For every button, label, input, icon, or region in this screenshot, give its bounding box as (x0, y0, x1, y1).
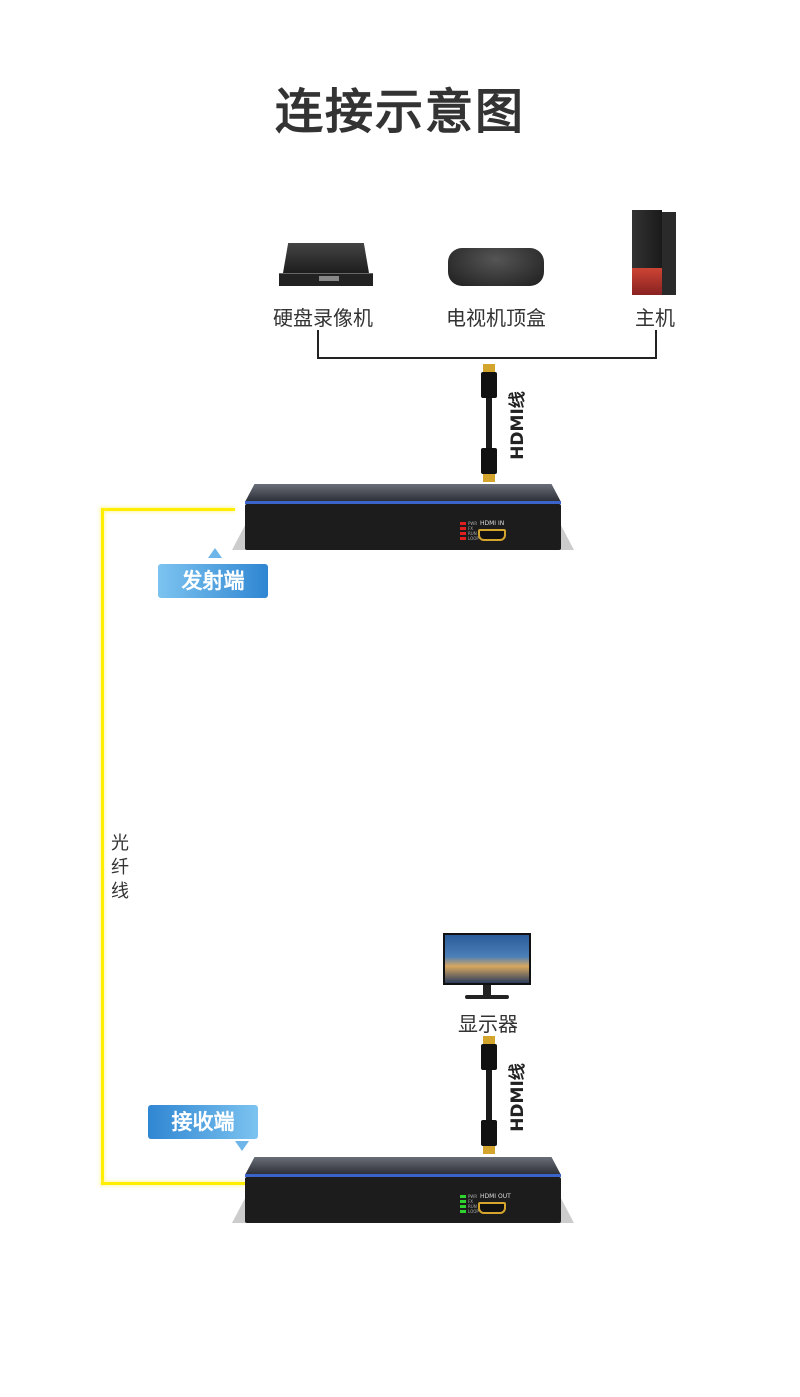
hdmi-cable-icon (478, 364, 500, 482)
fiber-label-char: 纤 (111, 857, 129, 878)
transmitter-device: PWR FX RUN LOOP HDMI IN (232, 484, 574, 552)
hdmi-cable-icon (478, 1036, 500, 1154)
led-indicator (460, 532, 466, 535)
led-label: PWR (468, 521, 478, 526)
set-top-box-icon (448, 248, 544, 290)
led-label: RUN (468, 1204, 477, 1209)
led-label: LOOP (468, 536, 479, 541)
source-bracket-bottom (317, 357, 657, 359)
source-bracket-right (655, 330, 657, 359)
hdmi-port-icon (478, 529, 506, 541)
source-label-stb: 电视机顶盒 (446, 306, 546, 330)
pc-tower-icon (632, 210, 676, 295)
monitor-icon (443, 933, 531, 1003)
hdmi-cable-label: HDMI线 (507, 390, 528, 460)
port-label: HDMI IN (480, 520, 505, 527)
led-indicator (460, 1205, 466, 1208)
led-label: FX (468, 526, 474, 531)
fiber-label: 光 纤 线 (110, 832, 130, 904)
dvr-icon (279, 243, 373, 288)
source-label-dvr: 硬盘录像机 (273, 306, 373, 330)
led-label: RUN (468, 531, 477, 536)
transmitter-tag: 发射端 (158, 564, 268, 598)
led-indicator (460, 1195, 466, 1198)
led-label: PWR (468, 1194, 478, 1199)
source-bracket (317, 330, 319, 359)
fiber-cable-vertical (101, 508, 104, 1185)
port-label: HDMI OUT (480, 1193, 511, 1200)
arrow-down-icon (235, 1141, 249, 1151)
led-label: FX (468, 1199, 474, 1204)
fiber-cable (101, 508, 235, 511)
led-indicator (460, 522, 466, 525)
hdmi-port-icon (478, 1202, 506, 1214)
fiber-label-char: 线 (111, 881, 129, 902)
fiber-label-char: 光 (111, 833, 129, 854)
hdmi-cable-label: HDMI线 (507, 1062, 528, 1132)
arrow-up-icon (208, 548, 222, 558)
receiver-device: PWR FX RUN LOOP HDMI OUT (232, 1157, 574, 1225)
led-indicator (460, 537, 466, 540)
source-label-pc: 主机 (635, 306, 675, 330)
led-label: LOOP (468, 1209, 479, 1214)
page-title: 连接示意图 (274, 84, 525, 140)
fiber-cable-bottom (101, 1182, 245, 1185)
led-indicator (460, 527, 466, 530)
receiver-tag: 接收端 (148, 1105, 258, 1139)
led-indicator (460, 1210, 466, 1213)
led-indicator (460, 1200, 466, 1203)
display-label: 显示器 (458, 1012, 518, 1036)
